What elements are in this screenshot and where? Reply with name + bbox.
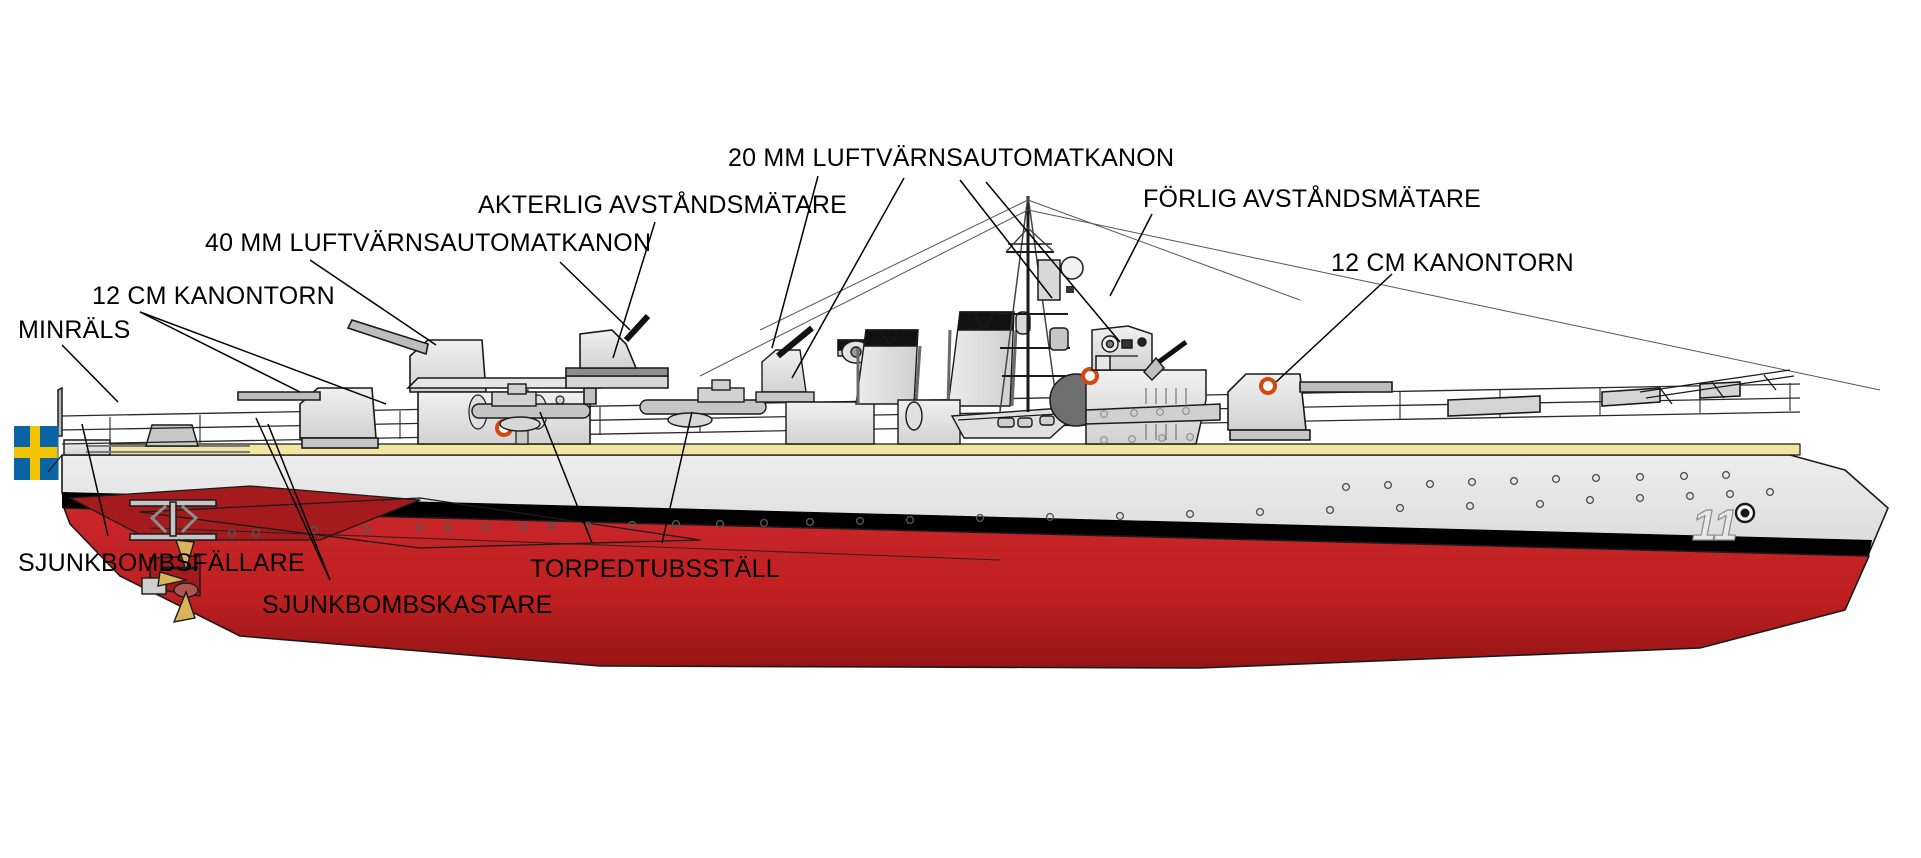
gun-barrel [237,391,321,401]
leader-torped-a [539,411,593,544]
antifouling-hull [63,507,1870,669]
leader-sjunkbombsfallare [81,423,109,537]
gun-turret-aft-lower [237,387,379,449]
anchor-gear [1639,369,1795,405]
ensign-staff [57,386,63,437]
bridge-gun [1142,339,1188,382]
label-minrals: MINRÄLS [18,316,131,344]
label-kanontorn-fwd: 12 CM KANONTORN [1331,249,1574,277]
label-kanontorn-aft: 12 CM KANONTORN [92,282,335,310]
ships-boat [950,407,1071,439]
hull-number: 11 [1692,501,1738,550]
mast-assembly [699,195,1881,413]
gun-turret-forward [1227,373,1393,441]
aft-armament [237,313,669,449]
label-sjunkbombskastare: SJUNKBOMBSKASTARE [262,591,553,619]
leader-sjunkbombskastare-b [255,417,331,581]
gun-platform-mid [755,325,815,403]
leader-kanontorn-aft-b [139,311,387,405]
leader-lvak20-d [985,181,1121,343]
label-sjunkbombsfallare: SJUNKBOMBSFÄLLARE [18,549,305,577]
forward-armament [1227,369,1795,441]
leader-avstmat-aft [612,221,656,359]
leader-torped-b [661,411,693,544]
label-avstandsmatare-aft: AKTERLIG AVSTÅNDSMÄTARE [478,191,848,219]
hull-waterline-detail [149,527,1001,561]
leader-lvak20-c [959,179,1053,299]
leader-lvak40-a [309,259,437,346]
leader-kanontorn-aft-a [139,311,301,393]
depth-charge-rack [145,424,199,447]
stern-crest [129,499,217,541]
label-lvak-20: 20 MM LUFTVÄRNSAUTOMATKANON [728,144,1175,172]
bilge-keel [139,497,701,549]
leader-avstmat-fwd [1109,213,1153,297]
forward-rangefinder [1091,325,1153,371]
leader-lvak40-b [559,261,631,331]
bridge-structure [1081,325,1221,445]
midship-deck-equipment [471,195,1881,445]
hawse-pipe [1734,502,1756,524]
leader-minrals [61,344,119,403]
propeller [157,539,196,623]
deckhouse-aft-of-bridge [897,399,961,445]
gun-barrel [1299,381,1393,393]
callout-leader-lines [61,175,1393,581]
torpedo-tube-mount-fwd [639,379,767,428]
torpedo-tube-mount-aft [471,383,591,432]
label-lvak-40: 40 MM LUFTVÄRNSAUTOMATKANON [205,229,652,257]
aft-rangefinder [565,313,669,405]
leader-kanontorn-fwd [1275,273,1393,383]
funnel-aft [855,329,922,405]
stern-running-gear [141,539,201,623]
leader-lvak20-b [791,177,905,379]
porthole-row [227,470,1775,538]
boot-topping-stripe [62,492,1872,556]
leader-lvak20-a [771,175,819,349]
forecastle-fittings [1447,381,1741,417]
label-avstandsmatare-fwd: FÖRLIG AVSTÅNDSMÄTARE [1143,185,1482,213]
gun-barrel [346,319,429,356]
leader-sjunkbombskastare-a [267,423,331,581]
life-ring [1081,367,1099,385]
swedish-naval-ensign [14,426,59,480]
ship-hull: 11 [61,443,1889,669]
ensign-halyard [47,454,63,473]
bridge-ladder [1145,388,1187,440]
gun-barrel [776,325,814,359]
label-torpedtubsstall: TORPEDTUBSSTÄLL [530,555,780,583]
rangefinder-arm [623,313,651,343]
life-ring [1259,377,1277,395]
funnel-forward [946,311,1031,407]
